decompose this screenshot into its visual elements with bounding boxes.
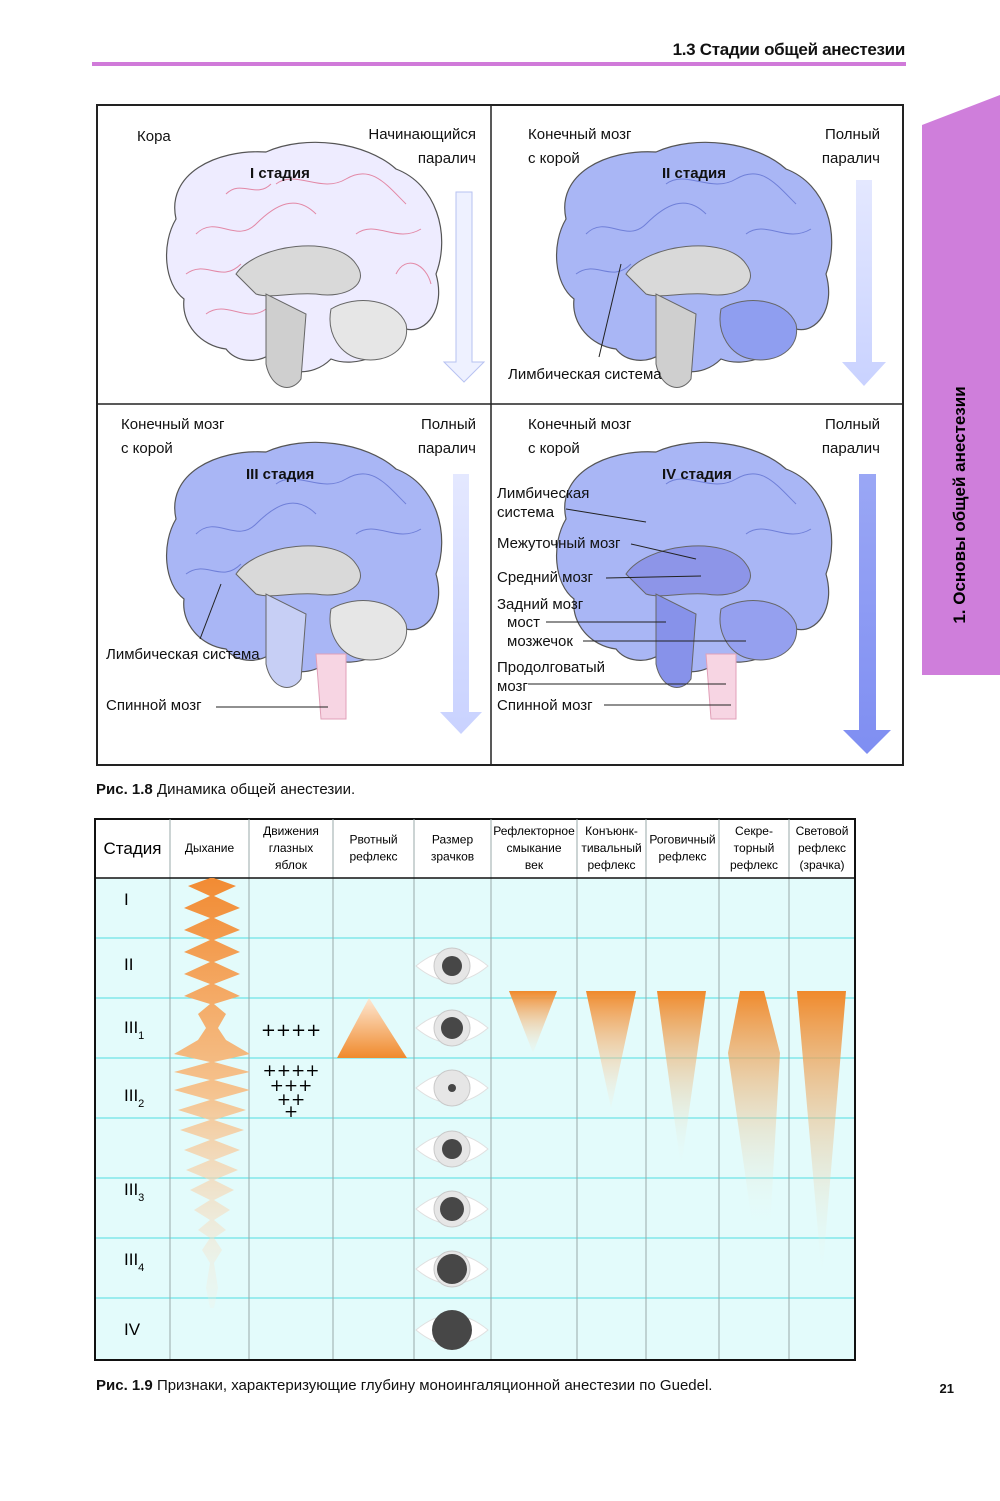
figure-1-9-number: Рис. 1.9 (96, 1377, 153, 1394)
stage-label: IV (124, 1320, 141, 1339)
column-header: рефлекс (730, 858, 778, 872)
q2-right-label-1: Полный (825, 126, 880, 143)
pupil (437, 1254, 467, 1284)
column-header: Роговичный (649, 833, 715, 847)
running-header: 1.3 Стадии общей анестезии (672, 40, 906, 59)
column-header: Конъюнк- (585, 824, 638, 838)
q2-bottom-label: Лимбическая система (508, 366, 662, 383)
column-header: Размер (432, 833, 474, 847)
pupil (442, 956, 462, 976)
chapter-tab (922, 95, 1000, 675)
gag-reflex-marker (337, 998, 407, 1058)
figure-1-8-frame (96, 104, 904, 766)
q4-part-midbrain: Средний мозг (497, 569, 593, 586)
q1-left-label: Кора (137, 128, 171, 145)
chapter-tab-label: 1. Основы общей анестезии (950, 386, 969, 624)
q2-left-label-1: Конечный мозг (528, 126, 632, 143)
pupil (448, 1084, 456, 1092)
q1-right-label-2: паралич (417, 150, 476, 167)
stage-label: I (124, 890, 129, 909)
column-header: смыкание (506, 841, 561, 855)
column-header: глазных (269, 841, 313, 855)
q2-stage-title: II стадия (662, 165, 727, 182)
column-header: Рефлекторное (493, 824, 575, 838)
q4-part-limbic-2: система (497, 504, 555, 521)
q1-right-label-1: Начинающийся (368, 126, 476, 143)
q2-right-label-2: паралич (821, 150, 880, 167)
column-header: рефлекс (349, 850, 397, 864)
q4-right-label-2: паралич (821, 440, 880, 457)
column-header: век (525, 858, 544, 872)
pupil (441, 1017, 463, 1039)
q4-part-diencephalon: Межуточный мозг (497, 535, 621, 552)
q4-part-cerebellum: мозжечок (507, 633, 573, 650)
q3-spinal-label: Спинной мозг (106, 697, 202, 714)
figure-1-8-caption: Рис. 1.8 Динамика общей анестезии. (96, 781, 355, 798)
column-header: Секре- (735, 824, 773, 838)
q3-left-label-1: Конечный мозг (121, 416, 225, 433)
q4-right-label-1: Полный (825, 416, 880, 433)
figure-1-8-number: Рис. 1.8 (96, 781, 153, 798)
q4-left-label-1: Конечный мозг (528, 416, 632, 433)
figure-1-9-table: Стадия Дыхание Движения глазных яблок Рвотный… (94, 818, 856, 1361)
q4-part-pons: мост (507, 614, 541, 631)
eye-movement-iii1: ++++ (261, 1020, 321, 1041)
q2-left-label-2: с корой (528, 150, 580, 167)
eye-movement-iii2-row3: ++ (277, 1090, 306, 1110)
secretory-reflex-marker (728, 991, 780, 1228)
figure-1-9-caption: Рис. 1.9 Признаки, характеризующие глуби… (96, 1377, 712, 1394)
pupil (432, 1310, 472, 1350)
q4-left-label-2: с корой (528, 440, 580, 457)
column-header: рефлекс (658, 850, 706, 864)
brain-stage-1 (165, 141, 443, 388)
eyelid-reflex-marker (509, 991, 557, 1053)
figure-1-8-drawing (96, 104, 904, 766)
q4-part-limbic-1: Лимбическая (497, 485, 590, 502)
pupil (442, 1139, 462, 1159)
column-header: Дыхание (185, 841, 235, 855)
conjunctival-reflex-marker (586, 991, 636, 1108)
column-header: рефлекс (798, 841, 846, 855)
column-header: торный (734, 841, 775, 855)
eye-movement-iii2-row1: ++++ (263, 1061, 320, 1081)
column-header: Стадия (104, 839, 162, 858)
q4-part-medulla-1: Продолговатый (497, 659, 605, 676)
page-number: 21 (939, 1381, 954, 1396)
column-header: зрачков (431, 850, 474, 864)
pupil-size-column (415, 947, 489, 1350)
column-header: яблок (275, 858, 308, 872)
q4-part-spinal: Спинной мозг (497, 697, 593, 714)
column-header: (зрачка) (799, 858, 844, 872)
q3-limbic-label: Лимбическая система (106, 646, 260, 663)
eye-movement-iii2-row4: + (284, 1102, 298, 1122)
eye-movement-iii2-row2: +++ (270, 1076, 313, 1096)
column-header: тивальный (581, 841, 641, 855)
stage-label: II (124, 955, 133, 974)
q3-right-label-2: паралич (417, 440, 476, 457)
column-header: Рвотный (349, 833, 397, 847)
brain-stage-3 (165, 441, 443, 720)
breathing-pattern (174, 878, 250, 1308)
pupil (440, 1197, 464, 1221)
header-rule (92, 62, 906, 66)
column-header: Световой (796, 824, 849, 838)
column-header: рефлекс (587, 858, 635, 872)
figure-1-9-caption-text: Признаки, характеризующие глубину моноин… (156, 1377, 713, 1394)
q4-part-hindbrain: Задний мозг (497, 596, 584, 613)
q1-stage-title: I стадия (250, 165, 310, 182)
figure-1-8-caption-text: Динамика общей анестезии. (156, 781, 356, 798)
q4-stage-title: IV стадия (662, 466, 732, 483)
q3-stage-title: III стадия (246, 466, 315, 483)
column-header: Движения (263, 824, 319, 838)
corneal-reflex-marker (657, 991, 706, 1168)
q3-right-label-1: Полный (421, 416, 476, 433)
light-reflex-marker (797, 991, 846, 1278)
q4-part-medulla-2: мозг (497, 678, 528, 695)
brain-stage-2 (555, 141, 833, 388)
q3-left-label-2: с корой (121, 440, 173, 457)
brain-stage-4 (555, 441, 833, 720)
